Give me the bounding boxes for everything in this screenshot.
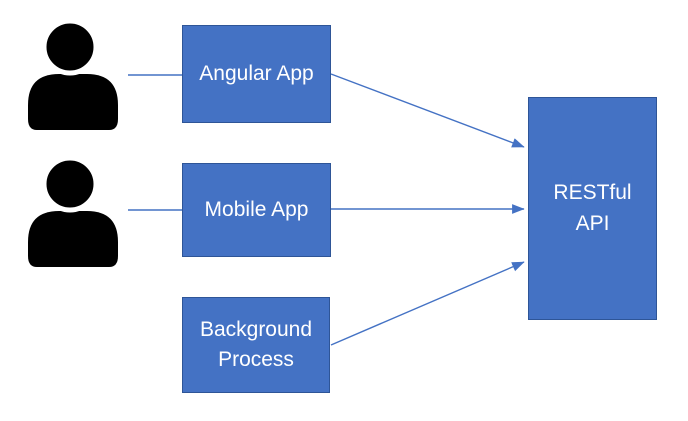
edge-background-api [330, 261, 525, 346]
person-icon [28, 20, 118, 130]
node-background-process: Background Process [182, 297, 330, 393]
person-head [41, 20, 99, 76]
person-icon [28, 157, 118, 267]
person-body [28, 74, 118, 130]
node-restful-api: RESTful API [528, 97, 657, 320]
node-background-process-label: Background Process [199, 317, 313, 371]
edge-angular-api [330, 73, 525, 148]
node-restful-api-label: RESTful API [553, 181, 632, 235]
person-body [28, 211, 118, 267]
node-mobile-app: Mobile App [182, 163, 331, 257]
node-angular-app: Angular App [182, 25, 331, 123]
person-head [41, 157, 99, 213]
node-angular-app-label: Angular App [199, 61, 314, 85]
node-mobile-app-label: Mobile App [204, 197, 309, 221]
